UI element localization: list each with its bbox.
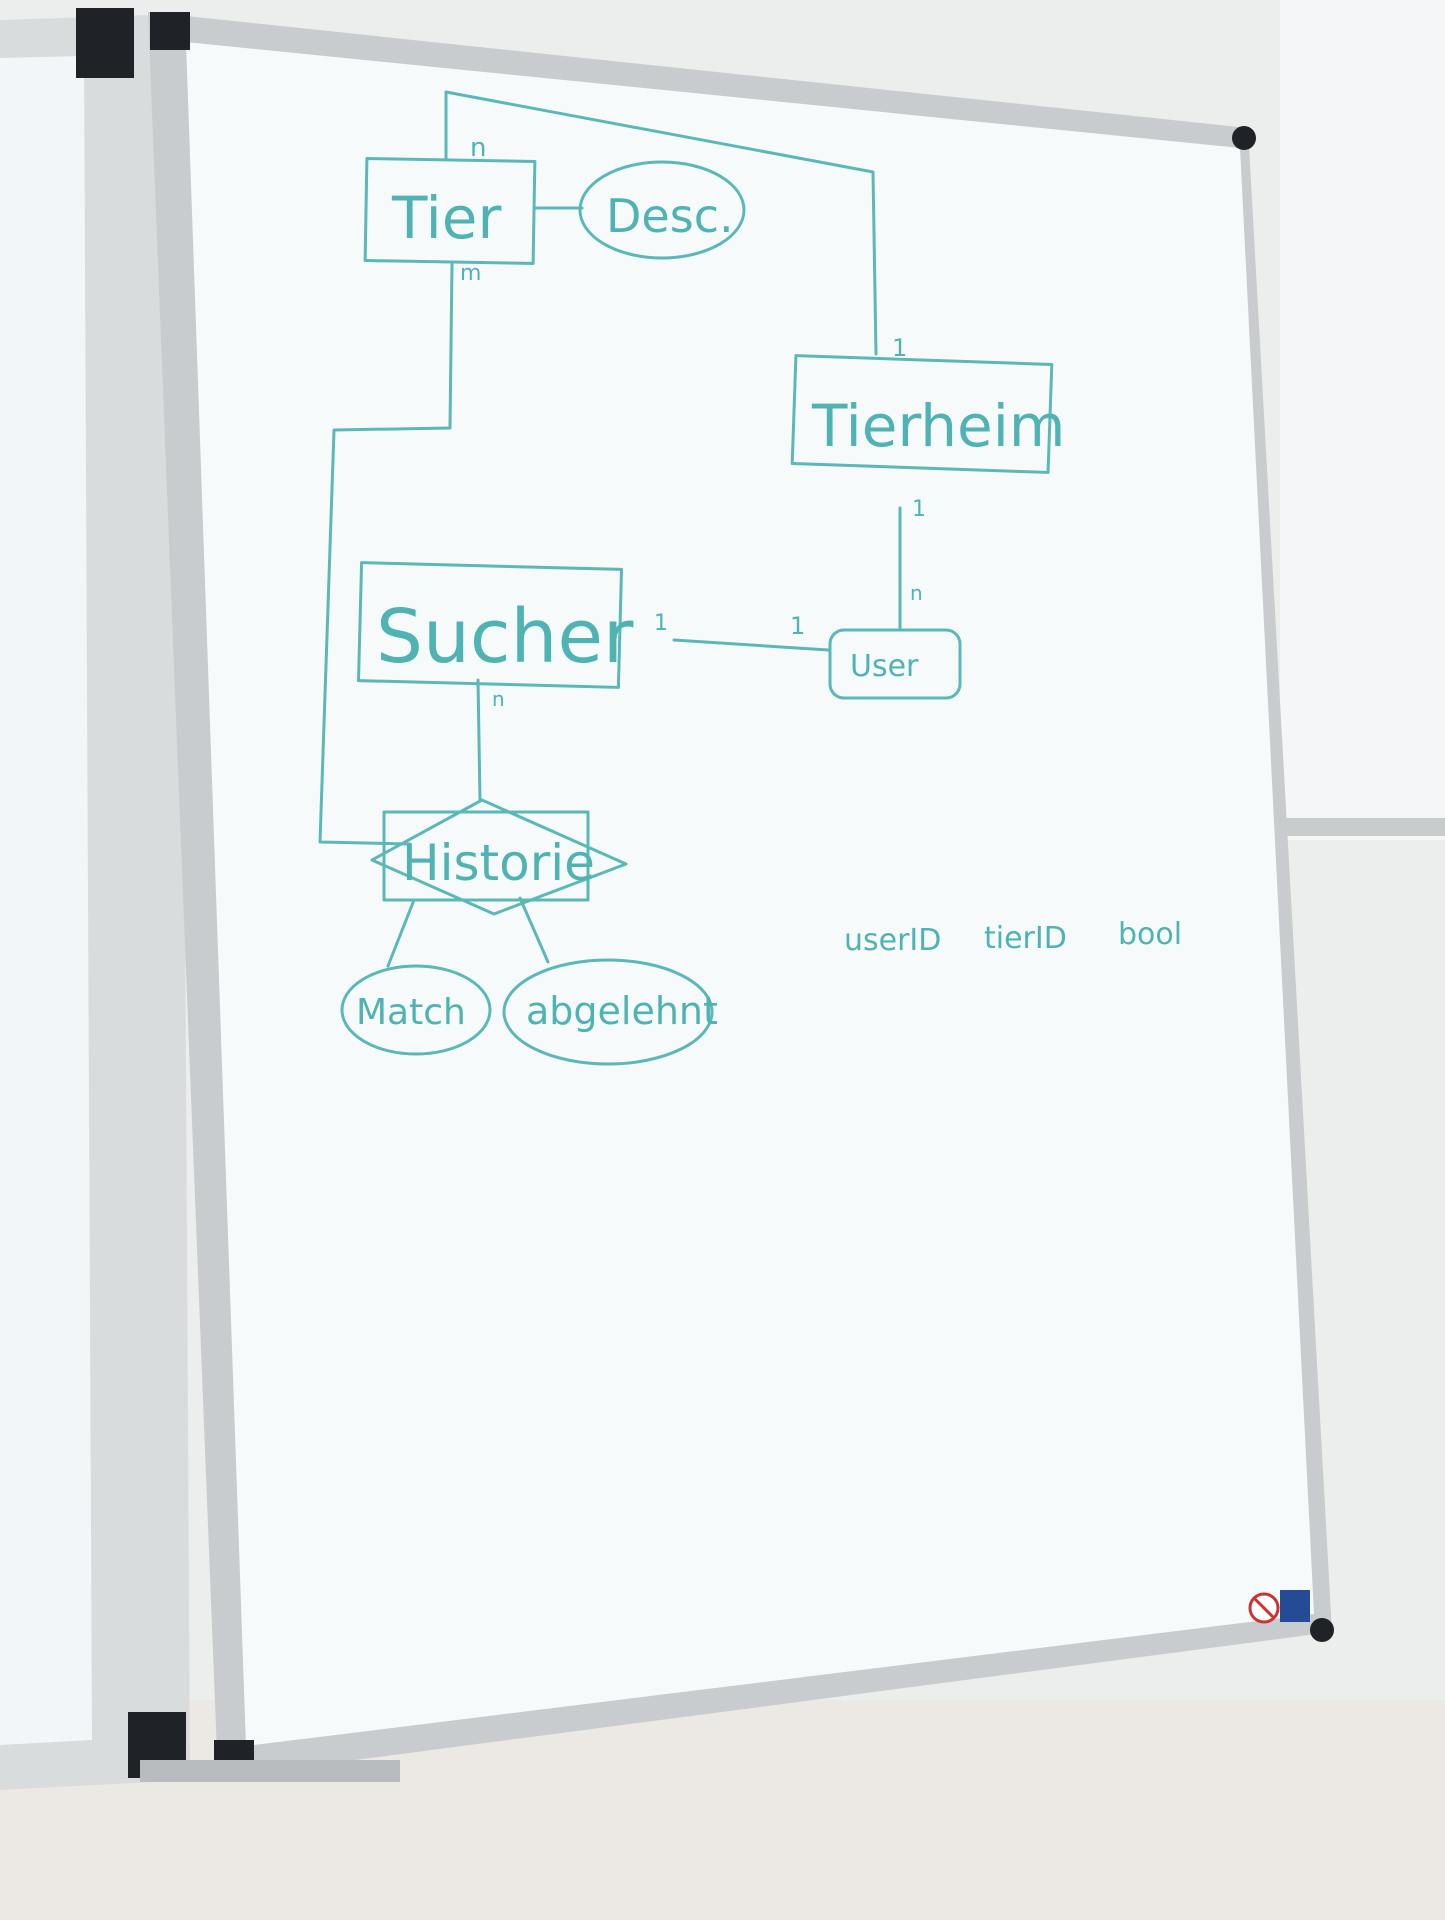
back-board-rail <box>1280 818 1445 836</box>
column-userid: userID <box>844 923 941 958</box>
relationship-historie-label: Historie <box>402 834 595 892</box>
diagram-ink <box>318 90 1054 1066</box>
no-marker-sticker-slash <box>1252 1596 1276 1620</box>
attribute-abgelehnt-label: abgelehnt <box>526 989 718 1033</box>
entity-tier-label: Tier <box>391 184 501 252</box>
cardinality-tier-bottom: m <box>460 261 481 286</box>
entity-tier-box <box>363 157 537 265</box>
left-board-corner-top <box>76 8 134 78</box>
attribute-match-label: Match <box>356 992 466 1033</box>
attribute-abgelehnt-ellipse <box>502 958 714 1066</box>
tier-tierheim-connector <box>444 90 878 356</box>
column-bool: bool <box>1118 917 1182 952</box>
attribute-match-ellipse <box>340 964 492 1056</box>
entity-tierheim-box <box>790 354 1054 474</box>
cardinality-tierheim-bottom: 1 <box>912 497 926 522</box>
tier-historie-connector <box>318 262 454 846</box>
entity-tierheim-label: Tierheim <box>811 392 1065 460</box>
frame-corner-br <box>1310 1618 1334 1642</box>
back-board <box>1280 0 1445 840</box>
entity-user-box <box>828 628 962 700</box>
frame-corner-tl <box>150 12 190 50</box>
cardinality-user-left: 1 <box>790 612 805 640</box>
sucher-historie-connector <box>476 678 482 802</box>
frame-corner-tr <box>1232 126 1256 150</box>
entity-user-label: User <box>850 649 919 684</box>
attribute-desc-label: Desc. <box>606 189 734 243</box>
whiteboard-surface <box>186 42 1314 1746</box>
entity-sucher-box <box>357 561 623 689</box>
column-tierid: tierID <box>984 921 1067 956</box>
sucher-user-connector <box>672 638 830 652</box>
relationship-historie-box <box>382 810 590 902</box>
cardinality-tierheim-top: 1 <box>892 334 907 362</box>
cardinality-sucher-bottom: n <box>492 687 505 711</box>
info-sticker-icon <box>1280 1590 1310 1622</box>
attribute-desc-ellipse <box>578 160 746 260</box>
cardinality-user-top: n <box>910 581 923 605</box>
relationship-historie-diamond <box>370 798 628 916</box>
historie-abgelehnt-connector <box>518 896 550 964</box>
cardinality-tier-top: n <box>470 133 486 163</box>
mount-bracket <box>140 1760 400 1782</box>
diagram-text: Tier Desc. Tierheim Sucher User Historie… <box>356 133 1182 1033</box>
left-board-surface <box>0 56 92 1745</box>
cardinality-sucher-right: 1 <box>654 611 668 636</box>
historie-match-connector <box>386 898 416 968</box>
entity-sucher-label: Sucher <box>376 594 634 680</box>
